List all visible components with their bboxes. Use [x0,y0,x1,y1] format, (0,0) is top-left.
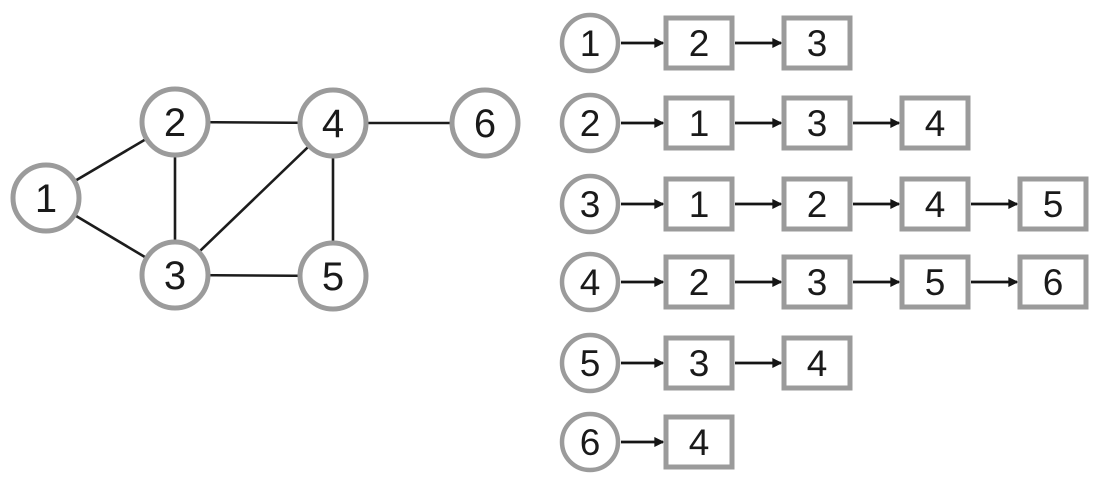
adjacency-cell-2-1: 1 [663,95,735,151]
graph-nodes: 1 2 3 4 5 6 [10,86,521,312]
adjacency-cell-box [781,15,853,71]
adjacency-cell-box [1017,254,1089,310]
adjacency-cell-label: 4 [689,422,710,463]
adjacency-cell-label: 3 [807,23,828,64]
adjacency-cell-label: 3 [689,343,710,384]
adjacency-cell-4-6: 6 [1017,254,1089,310]
adjacency-head-circle [559,332,621,394]
graph-node-label: 3 [164,254,186,298]
adjacency-cell-box [781,335,853,391]
adjacency-head-1: 1 [559,12,621,74]
adjacency-cell-box [899,176,971,232]
adjacency-head-2: 2 [559,92,621,154]
adjacency-cell-1-3: 3 [781,15,853,71]
adjacency-cell-label: 2 [807,184,828,225]
graph-node-5: 5 [297,240,369,312]
adjacency-cell-label: 5 [1043,184,1064,225]
graph-node-label: 5 [322,255,344,299]
adjacency-cell-3-2: 2 [781,176,853,232]
adjacency-head-circle [559,173,621,235]
adjacency-row-4: 4 2 3 5 6 [559,251,1089,313]
adjacency-head-label: 3 [580,184,601,225]
adjacency-cell-3-4: 4 [899,176,971,232]
graph-node-4: 4 [297,87,369,159]
adjacency-cell-label: 3 [807,262,828,303]
adjacency-cell-1-2: 2 [663,15,735,71]
graph-node-label: 4 [322,102,344,146]
adjacency-cell-box [663,95,735,151]
adjacency-head-5: 5 [559,332,621,394]
graph-node-circle [139,239,211,311]
adjacency-head-label: 4 [580,262,601,303]
adjacency-cell-box [663,414,735,470]
adjacency-row-2: 2 1 3 4 [559,92,971,154]
graph-node-circle [10,162,82,234]
adjacency-cell-box [663,254,735,310]
adjacency-row-1: 1 2 3 [559,12,853,74]
adjacency-cell-box [663,176,735,232]
adjacency-cell-label: 1 [689,103,710,144]
adjacency-head-label: 6 [580,422,601,463]
adjacency-cell-2-4: 4 [899,95,971,151]
adjacency-cell-label: 4 [925,184,946,225]
adjacency-head-label: 2 [580,103,601,144]
adjacency-head-label: 5 [580,343,601,384]
adjacency-head-circle [559,92,621,154]
adjacency-head-circle [559,12,621,74]
graph-node-2: 2 [139,86,211,158]
adjacency-cell-label: 1 [689,184,710,225]
adjacency-cell-3-1: 1 [663,176,735,232]
graph-node-3: 3 [139,239,211,311]
adjacency-head-label: 1 [580,23,601,64]
adjacency-head-3: 3 [559,173,621,235]
graph-node-label: 2 [164,101,186,145]
adjacency-head-4: 4 [559,251,621,313]
adjacency-cell-label: 5 [925,262,946,303]
adjacency-row-3: 3 1 2 4 5 [559,173,1089,235]
graph-node-6: 6 [449,87,521,159]
adjacency-cell-label: 4 [925,103,946,144]
adjacency-cell-box [1017,176,1089,232]
adjacency-cell-box [899,95,971,151]
adjacency-cell-label: 3 [807,103,828,144]
adjacency-cell-box [899,254,971,310]
adjacency-cell-2-3: 3 [781,95,853,151]
adjacency-cell-label: 4 [807,343,828,384]
adjacency-cell-6-4: 4 [663,414,735,470]
adjacency-cell-label: 2 [689,23,710,64]
adjacency-cell-4-3: 3 [781,254,853,310]
adjacency-cell-5-4: 4 [781,335,853,391]
graph-panel: 1 2 3 4 5 6 [10,86,521,312]
adjacency-cell-4-2: 2 [663,254,735,310]
graph-node-circle [139,86,211,158]
adjacency-cell-label: 6 [1043,262,1064,303]
adjacency-cell-box [781,254,853,310]
graph-edge-3-4 [174,122,334,276]
adjacency-cell-box [663,335,735,391]
adjacency-cell-4-5: 5 [899,254,971,310]
adjacency-cell-5-3: 3 [663,335,735,391]
adjacency-head-6: 6 [559,411,621,473]
graph-node-circle [297,87,369,159]
adjacency-cell-box [781,95,853,151]
adjacency-cell-box [781,176,853,232]
graph-node-circle [449,87,521,159]
graph-node-label: 6 [474,102,496,146]
adjacency-head-circle [559,411,621,473]
graph-node-1: 1 [10,162,82,234]
adjacency-cell-label: 2 [689,262,710,303]
adjacency-row-5: 5 3 4 [559,332,853,394]
graph-edges [45,120,485,278]
adjacency-cell-box [663,15,735,71]
graph-node-circle [297,240,369,312]
adjacency-head-circle [559,251,621,313]
adjacency-cell-3-5: 5 [1017,176,1089,232]
graph-node-label: 1 [35,177,57,221]
